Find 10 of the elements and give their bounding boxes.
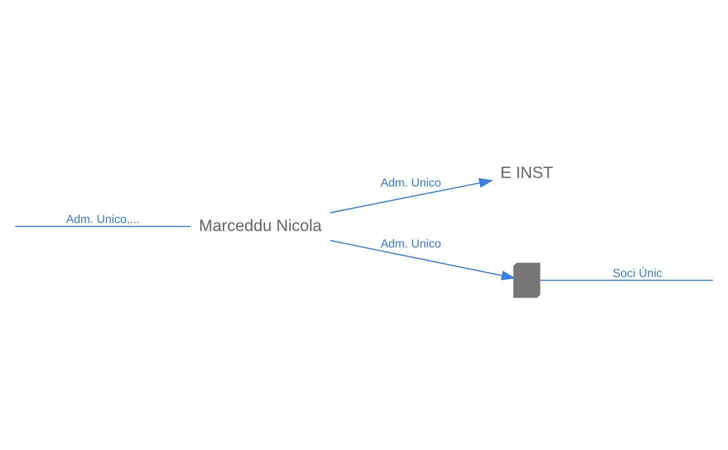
edge-label: Adm. Unico,... xyxy=(66,212,140,226)
connector xyxy=(15,226,190,228)
arrow xyxy=(330,240,516,280)
node-text: E INST xyxy=(500,164,554,182)
node-text: Marceddu Nicola xyxy=(198,216,322,235)
edge-label: Adm. Unico xyxy=(380,176,442,190)
arrow xyxy=(330,178,494,214)
edge-label: Adm. Unico xyxy=(380,238,442,251)
edge-label: Soci Únic xyxy=(612,266,662,280)
connector xyxy=(540,280,713,281)
